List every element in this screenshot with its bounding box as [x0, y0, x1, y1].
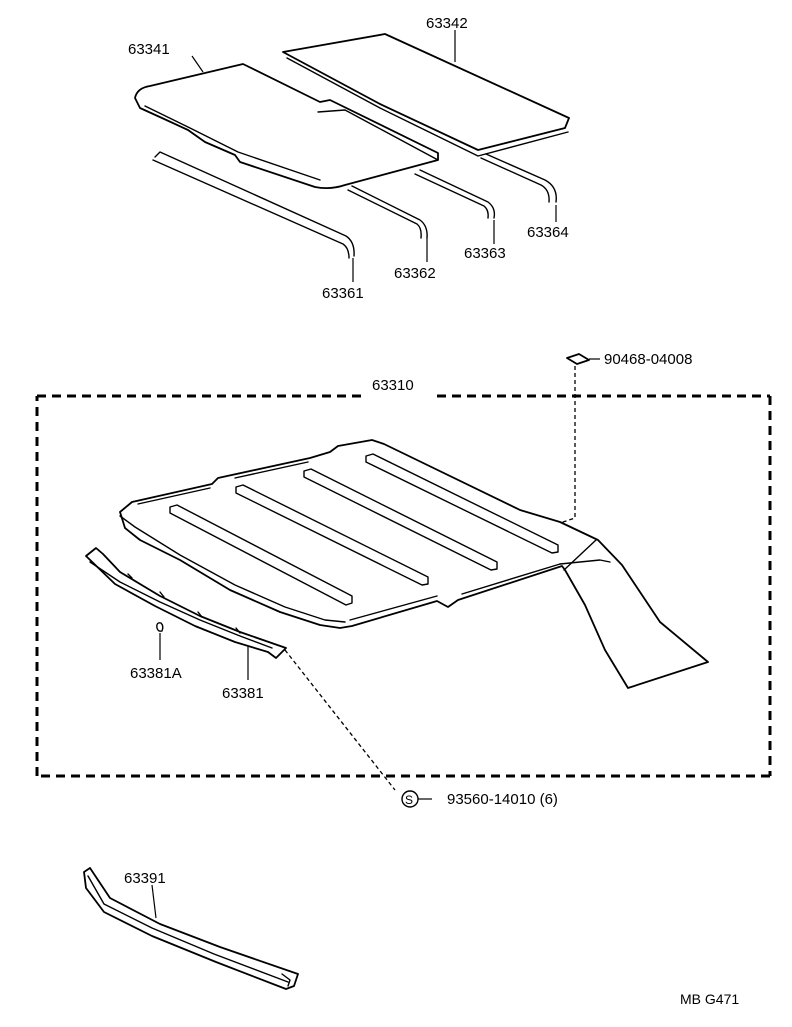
label-63310: 63310 [372, 377, 414, 394]
label-63361: 63361 [322, 285, 364, 302]
part-63381-trim [85, 547, 287, 659]
part-63363-strip [414, 169, 496, 219]
part-63310-headliner [119, 439, 709, 689]
label-63342: 63342 [426, 15, 468, 32]
part-63364-strip [480, 153, 557, 203]
part-63341-panel [134, 63, 439, 190]
clip-90468-icon [566, 353, 600, 365]
label-63364: 63364 [527, 224, 569, 241]
label-63381: 63381 [222, 685, 264, 702]
clip-63381A-icon [156, 622, 164, 632]
label-63362: 63362 [394, 265, 436, 282]
screw-marker-s-icon: S [401, 790, 419, 808]
headliner-ribs [169, 453, 559, 606]
label-63341: 63341 [128, 41, 170, 58]
label-63363: 63363 [464, 245, 506, 262]
part-63342-panel [282, 33, 570, 157]
label-93560-14010: 93560-14010 (6) [447, 791, 558, 808]
part-63361-strip [152, 151, 355, 259]
part-63362-strip [347, 185, 428, 239]
screw-marker-letter: S [405, 793, 413, 807]
label-90468-04008: 90468-04008 [604, 351, 692, 368]
part-63391-trim [83, 867, 299, 990]
label-63391: 63391 [124, 870, 166, 887]
label-63381A: 63381A [130, 665, 182, 682]
assembly-frame-63310 [35, 394, 772, 778]
figure-code: MB G471 [680, 991, 739, 1007]
